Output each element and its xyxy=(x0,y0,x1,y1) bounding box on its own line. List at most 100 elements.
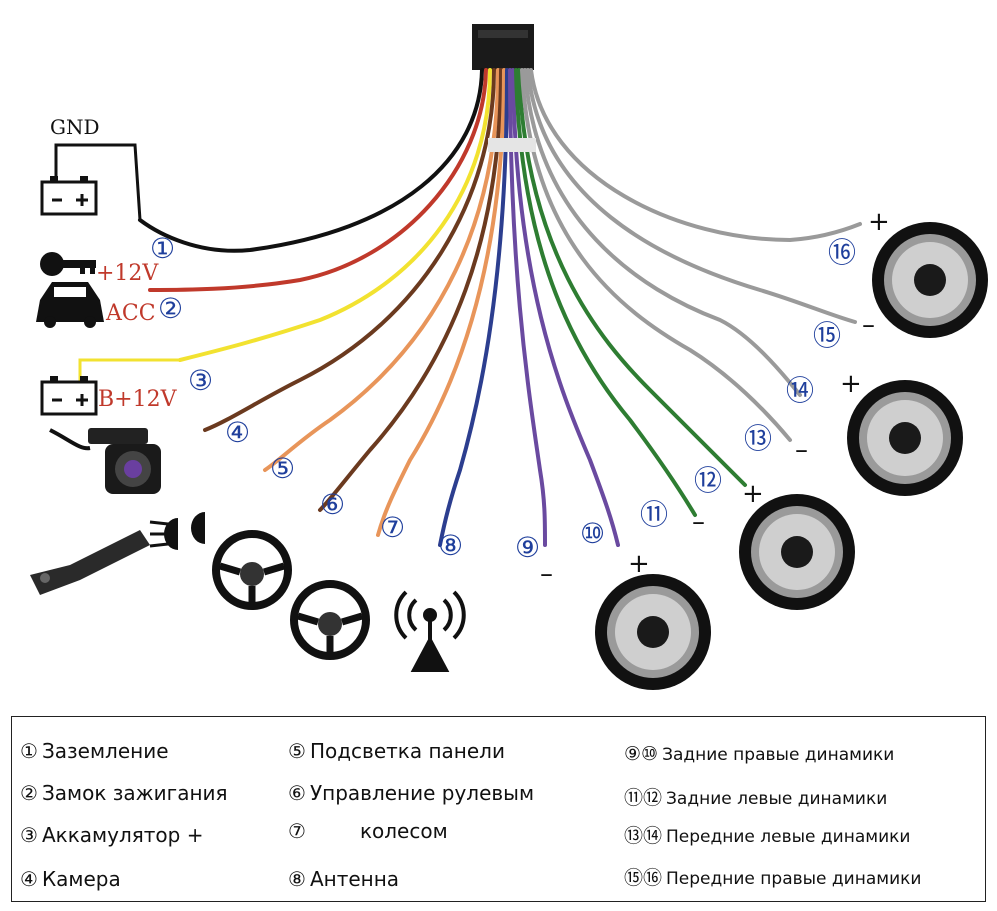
wire-number: ⑫ xyxy=(694,464,722,497)
legend-mark: ⑨⑩ xyxy=(624,743,659,765)
legend-mark: ⑧ xyxy=(288,867,306,891)
car-icon xyxy=(36,282,104,328)
wire-7-orange xyxy=(376,68,506,537)
legend-text: Задние левые динамики xyxy=(666,789,888,809)
wiring-diagram: GND +12V ACC xyxy=(30,24,988,690)
legend-mark: ① xyxy=(20,739,38,763)
camera-icon xyxy=(49,428,161,494)
legend-text: Управление рулевым xyxy=(309,781,535,805)
wire-14-gray xyxy=(523,68,802,397)
legend-text: Аккамулятор + xyxy=(41,823,204,847)
wire-number: ⑩ xyxy=(580,517,605,550)
legend-text: Передние левые динамики xyxy=(666,827,911,847)
plus-mark: + xyxy=(840,369,862,399)
wire-2-red xyxy=(148,68,488,292)
wire-10-purple xyxy=(511,68,620,547)
acc-label: ACC xyxy=(105,301,156,326)
wire-13-gray xyxy=(520,68,792,442)
speaker-icon xyxy=(872,222,988,338)
wire-number: ⑤ xyxy=(270,452,295,485)
headlight-icon xyxy=(149,512,205,550)
light-switch-icon xyxy=(30,530,150,595)
wire-3-yellow xyxy=(178,68,492,362)
wire-bundle xyxy=(138,68,862,547)
legend-item: ⑦ колесом xyxy=(288,819,448,843)
wire-number: ⑥ xyxy=(320,488,345,521)
wire-12-green xyxy=(517,68,747,487)
legend-mark: ⑪⑫ xyxy=(624,787,663,809)
legend-mark: ⑬⑭ xyxy=(624,825,663,847)
wire-8-blue xyxy=(438,68,509,547)
acc-voltage-label: +12V xyxy=(96,261,159,286)
iso-connector xyxy=(472,24,534,70)
minus-mark: – xyxy=(795,435,808,465)
wire-number: ⑯ xyxy=(828,236,856,269)
legend-mark: ② xyxy=(20,781,38,805)
legend-text: Антенна xyxy=(309,867,400,891)
legend-text: Заземление xyxy=(41,739,169,763)
wire-number: ⑭ xyxy=(786,374,814,407)
wire-9-purple xyxy=(508,68,547,547)
battery-plus-group: B+12V xyxy=(40,358,180,416)
legend-mark: ③ xyxy=(20,823,38,847)
plus-mark: + xyxy=(742,479,764,509)
minus-mark: – xyxy=(692,507,705,537)
speaker-icon xyxy=(595,574,711,690)
wire-number: ② xyxy=(158,292,183,325)
legend-mark: ④ xyxy=(20,867,38,891)
legend-text: Камера xyxy=(41,867,121,891)
gnd-group: GND xyxy=(40,115,142,221)
wire-number: ⑨ xyxy=(515,531,540,564)
legend-text: Замок зажигания xyxy=(41,781,228,805)
legend-mark: ⑦ xyxy=(288,819,306,843)
wire-number-labels: ① ② ③ ④ ⑤ ⑥ ⑦ ⑧ ⑨ ⑩ ⑪ ⑫ ⑬ ⑭ ⑮ ⑯ xyxy=(150,232,856,564)
polarity-marks: + – + – + – + – xyxy=(540,207,890,589)
legend-text: колесом xyxy=(359,819,448,843)
battery-icon xyxy=(40,176,98,216)
battery-label: B+12V xyxy=(98,387,178,412)
legend-text: Передние правые динамики xyxy=(666,869,922,889)
gnd-label: GND xyxy=(50,115,100,139)
legend-mark: ⑮⑯ xyxy=(624,867,663,889)
legend-mark: ⑥ xyxy=(288,781,306,805)
speaker-icon xyxy=(847,380,963,496)
minus-mark: – xyxy=(540,559,553,589)
wire-number: ④ xyxy=(225,416,250,449)
wire-15-gray xyxy=(526,68,857,324)
steering-wheel-icon xyxy=(290,580,370,660)
minus-mark: – xyxy=(862,310,875,340)
plus-mark: + xyxy=(628,549,650,579)
wire-number: ① xyxy=(150,232,175,265)
speaker-icon xyxy=(739,494,855,610)
legend-text: Задние правые динамики xyxy=(662,745,895,765)
wire-11-green xyxy=(514,68,697,517)
wire-number: ⑮ xyxy=(813,319,841,352)
legend-mark: ⑤ xyxy=(288,739,306,763)
wire-number: ⑦ xyxy=(380,511,405,544)
wire-number: ③ xyxy=(188,364,213,397)
wire-5-orange xyxy=(263,68,500,472)
wire-4-brown xyxy=(203,68,496,432)
wire-number: ⑪ xyxy=(640,498,668,531)
battery-icon xyxy=(40,376,98,416)
wire-6-brown xyxy=(318,68,503,512)
wire-1-black xyxy=(138,68,484,253)
plus-mark: + xyxy=(868,207,890,237)
antenna-icon xyxy=(394,590,466,672)
wire-16-gray xyxy=(529,68,862,243)
legend-text: Подсветка панели xyxy=(309,739,505,763)
key-icon xyxy=(40,252,96,276)
wire-number: ⑬ xyxy=(744,422,772,455)
